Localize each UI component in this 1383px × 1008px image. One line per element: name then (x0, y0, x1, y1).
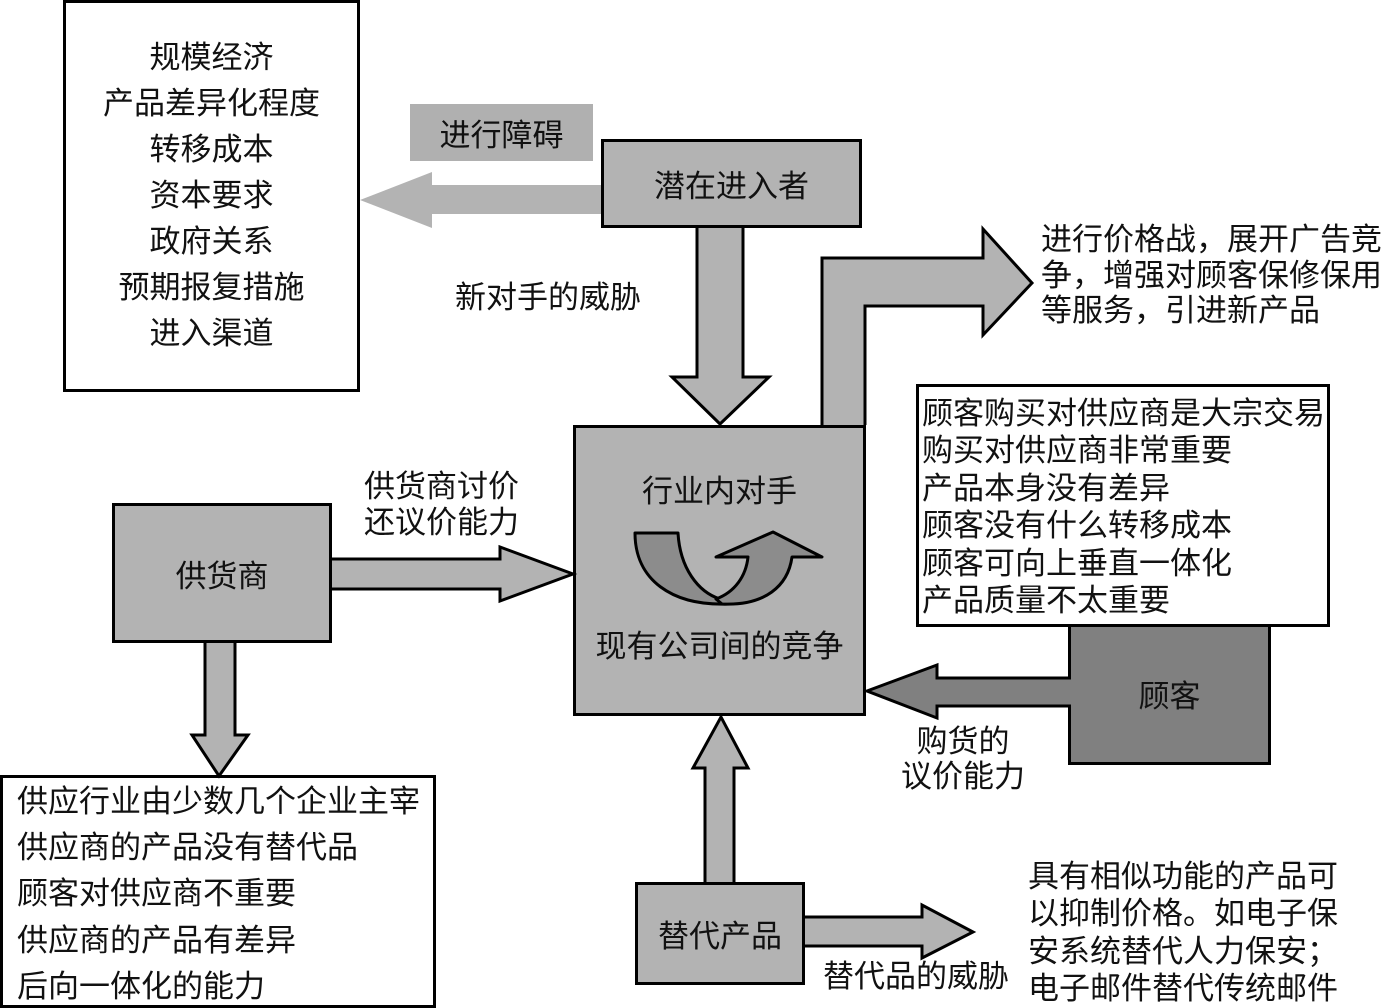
supplier-condition-item: 供应商的产品没有替代品 (17, 830, 358, 867)
buyer-condition-item: 顾客没有什么转移成本 (922, 508, 1232, 545)
supplier-conditions-box: 供应行业由少数几个企业主宰 供应商的产品没有替代品 顾客对供应商不重要 供应商的… (0, 775, 436, 1008)
supplier-power-line: 供货商讨价 (364, 469, 519, 505)
entry-barrier-item: 资本要求 (149, 178, 274, 214)
buyer-condition-item: 顾客可向上垂直一体化 (922, 545, 1232, 582)
rivalry-action-line: 进行价格战，展开广告竞 (1041, 222, 1382, 258)
substitute-description: 具有相似功能的产品可 以抑制价格。如电子保 安系统替代人力保安； 电子邮件替代传… (1028, 859, 1338, 1008)
supplier-condition-item: 顾客对供应商不重要 (17, 876, 296, 913)
substitute-effect-arrow (805, 902, 977, 961)
substitute-description-line: 以抑制价格。如电子保 (1028, 896, 1338, 933)
supplier-power-arrow (332, 544, 578, 604)
buyers-box: 顾客 (1068, 622, 1271, 765)
new-entrant-threat-arrow (668, 228, 773, 427)
supplier-conditions-arrow (189, 643, 251, 779)
substitute-description-line: 安系统替代人力保安； (1028, 933, 1338, 970)
buyer-condition-item: 购买对供应商非常重要 (922, 433, 1232, 470)
substitutes-label: 替代产品 (658, 919, 782, 955)
entry-barrier-item: 规模经济 (149, 40, 274, 76)
supplier-condition-item: 供应行业由少数几个企业主宰 (17, 784, 420, 820)
entry-barrier-item: 产品差异化程度 (103, 86, 320, 122)
rivalry-title: 行业内对手 (642, 474, 797, 510)
supplier-condition-item: 供应商的产品有差异 (17, 922, 296, 959)
buyer-power-line: 议价能力 (901, 759, 1025, 795)
supplier-power-label: 供货商讨价 还议价能力 (364, 469, 519, 541)
rivalry-actions-text: 进行价格战，展开广告竞 争，增强对顾客保修保用 等服务，引进新产品 (1041, 222, 1382, 330)
suppliers-label: 供货商 (175, 558, 269, 595)
buyer-power-arrow (862, 662, 1071, 721)
buyer-power-line: 购货的 (916, 724, 1010, 760)
substitute-threat-label: 替代品的威胁 (823, 959, 1009, 995)
entry-barrier-item: 进入渠道 (149, 316, 274, 352)
industry-rivalry-box: 行业内对手 现有公司间的竞争 (573, 425, 866, 716)
buyer-condition-item: 顾客购买对供应商是大宗交易 (922, 396, 1325, 432)
substitute-threat-arrow (690, 713, 751, 882)
entry-barriers-box: 规模经济 产品差异化程度 转移成本 资本要求 政府关系 预期报复措施 进入渠道 (63, 0, 360, 392)
potential-entrants-label: 潜在进入者 (654, 169, 809, 205)
rivalry-subtitle: 现有公司间的竞争 (595, 629, 844, 665)
barrier-label-text: 进行障碍 (439, 118, 564, 154)
buyer-condition-item: 产品本身没有差异 (922, 470, 1170, 507)
suppliers-box: 供货商 (112, 503, 332, 643)
entry-barrier-item: 预期报复措施 (118, 270, 305, 306)
buyer-conditions-box: 顾客购买对供应商是大宗交易 购买对供应商非常重要 产品本身没有差异 顾客没有什么… (916, 384, 1330, 627)
substitutes-box: 替代产品 (635, 882, 805, 985)
supplier-power-line: 还议价能力 (364, 505, 519, 541)
rivalry-action-line: 等服务，引进新产品 (1041, 293, 1320, 329)
substitute-description-line: 电子邮件替代传统邮件 (1028, 970, 1338, 1007)
barrier-label: 进行障碍 (410, 104, 593, 161)
entry-barrier-item: 政府关系 (149, 224, 274, 260)
entry-barrier-item: 转移成本 (149, 132, 274, 168)
buyer-condition-item: 产品质量不太重要 (922, 583, 1170, 620)
new-entrant-threat-label: 新对手的威胁 (455, 280, 641, 316)
substitute-description-line: 具有相似功能的产品可 (1028, 859, 1338, 895)
buyer-power-label: 购货的 议价能力 (898, 725, 1028, 795)
buyers-label: 顾客 (1138, 679, 1201, 715)
rivalry-action-line: 争，增强对顾客保修保用 (1041, 257, 1382, 294)
barrier-arrow (360, 172, 601, 228)
potential-entrants-box: 潜在进入者 (601, 139, 862, 228)
supplier-condition-item: 后向一体化的能力 (17, 968, 265, 1005)
